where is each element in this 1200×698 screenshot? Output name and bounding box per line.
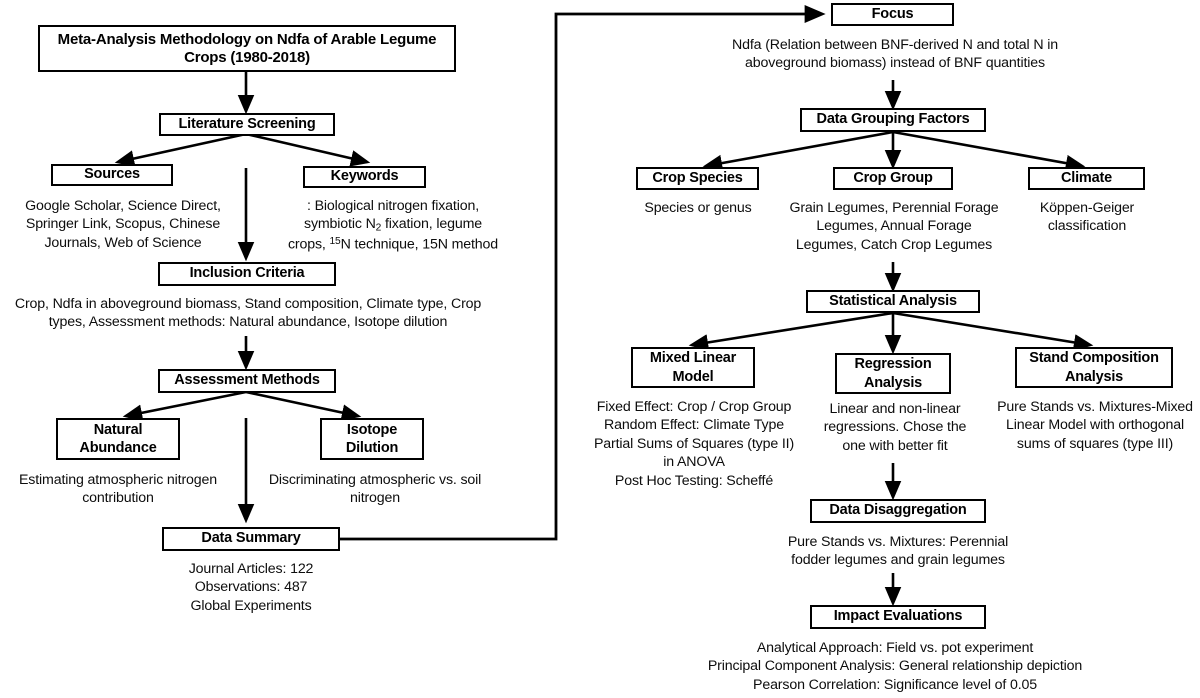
- box-keywords[interactable]: Keywords: [303, 166, 426, 188]
- box-inclusion-criteria[interactable]: Inclusion Criteria: [158, 262, 336, 286]
- box-climate[interactable]: Climate: [1028, 167, 1145, 190]
- note-data-summary: Journal Articles: 122 Observations: 487 …: [188, 561, 314, 614]
- note-impact-evaluations: Analytical Approach: Field vs. pot exper…: [707, 640, 1083, 693]
- box-assessment-methods[interactable]: Assessment Methods: [158, 369, 336, 393]
- note-keywords: : Biological nitrogen fixation, symbioti…: [268, 197, 518, 254]
- box-crop-group[interactable]: Crop Group: [833, 167, 953, 190]
- note-crop-species: Species or genus: [644, 200, 752, 216]
- keywords-line-1: : Biological nitrogen fixation,: [306, 198, 479, 214]
- keywords-line-2a: symbiotic N: [304, 216, 376, 233]
- note-isotope-dilution: Discriminating atmospheric vs. soil nitr…: [268, 472, 482, 507]
- box-crop-species[interactable]: Crop Species: [636, 167, 759, 190]
- note-regression-analysis: Linear and non-linear regressions. Chose…: [823, 401, 967, 454]
- keywords-superscript-15: 15: [329, 236, 341, 248]
- box-impact-evaluations[interactable]: Impact Evaluations: [810, 605, 986, 629]
- note-natural-abundance: Estimating atmospheric nitrogen contribu…: [18, 472, 217, 507]
- box-title[interactable]: Meta-Analysis Methodology on Ndfa of Ara…: [38, 25, 456, 72]
- note-stand-composition-analysis: Pure Stands vs. Mixtures-Mixed Linear Mo…: [997, 399, 1193, 452]
- box-data-grouping-factors[interactable]: Data Grouping Factors: [800, 108, 986, 132]
- box-data-disaggregation[interactable]: Data Disaggregation: [810, 499, 986, 523]
- keywords-subscript-2: 2: [375, 223, 382, 234]
- box-stand-composition-analysis[interactable]: Stand Composition Analysis: [1015, 347, 1173, 388]
- box-regression-analysis[interactable]: Regression Analysis: [835, 353, 951, 394]
- box-data-summary[interactable]: Data Summary: [162, 527, 340, 551]
- keywords-line-2b: fixation, legume: [381, 216, 482, 233]
- box-natural-abundance[interactable]: Natural Abundance: [56, 418, 180, 460]
- box-literature-screening[interactable]: Literature Screening: [159, 113, 335, 136]
- note-data-disaggregation: Pure Stands vs. Mixtures: Perennial fodd…: [787, 534, 1009, 569]
- note-climate: Köppen-Geiger classification: [1039, 200, 1135, 235]
- note-inclusion-criteria: Crop, Ndfa in aboveground biomass, Stand…: [14, 296, 482, 331]
- box-mixed-linear-model[interactable]: Mixed Linear Model: [631, 347, 755, 388]
- box-isotope-dilution[interactable]: Isotope Dilution: [320, 418, 424, 460]
- note-focus: Ndfa (Relation between BNF-derived N and…: [732, 37, 1058, 72]
- note-sources: Google Scholar, Science Direct, Springer…: [25, 198, 221, 251]
- note-mixed-linear-model: Fixed Effect: Crop / Crop Group Random E…: [593, 399, 795, 489]
- keywords-line-3b: N technique, 15N method: [340, 236, 499, 253]
- box-statistical-analysis[interactable]: Statistical Analysis: [806, 290, 980, 313]
- box-sources[interactable]: Sources: [51, 164, 173, 186]
- note-crop-group: Grain Legumes, Perennial Forage Legumes,…: [789, 200, 999, 253]
- keywords-line-3a: crops,: [287, 236, 330, 253]
- box-focus[interactable]: Focus: [831, 3, 954, 26]
